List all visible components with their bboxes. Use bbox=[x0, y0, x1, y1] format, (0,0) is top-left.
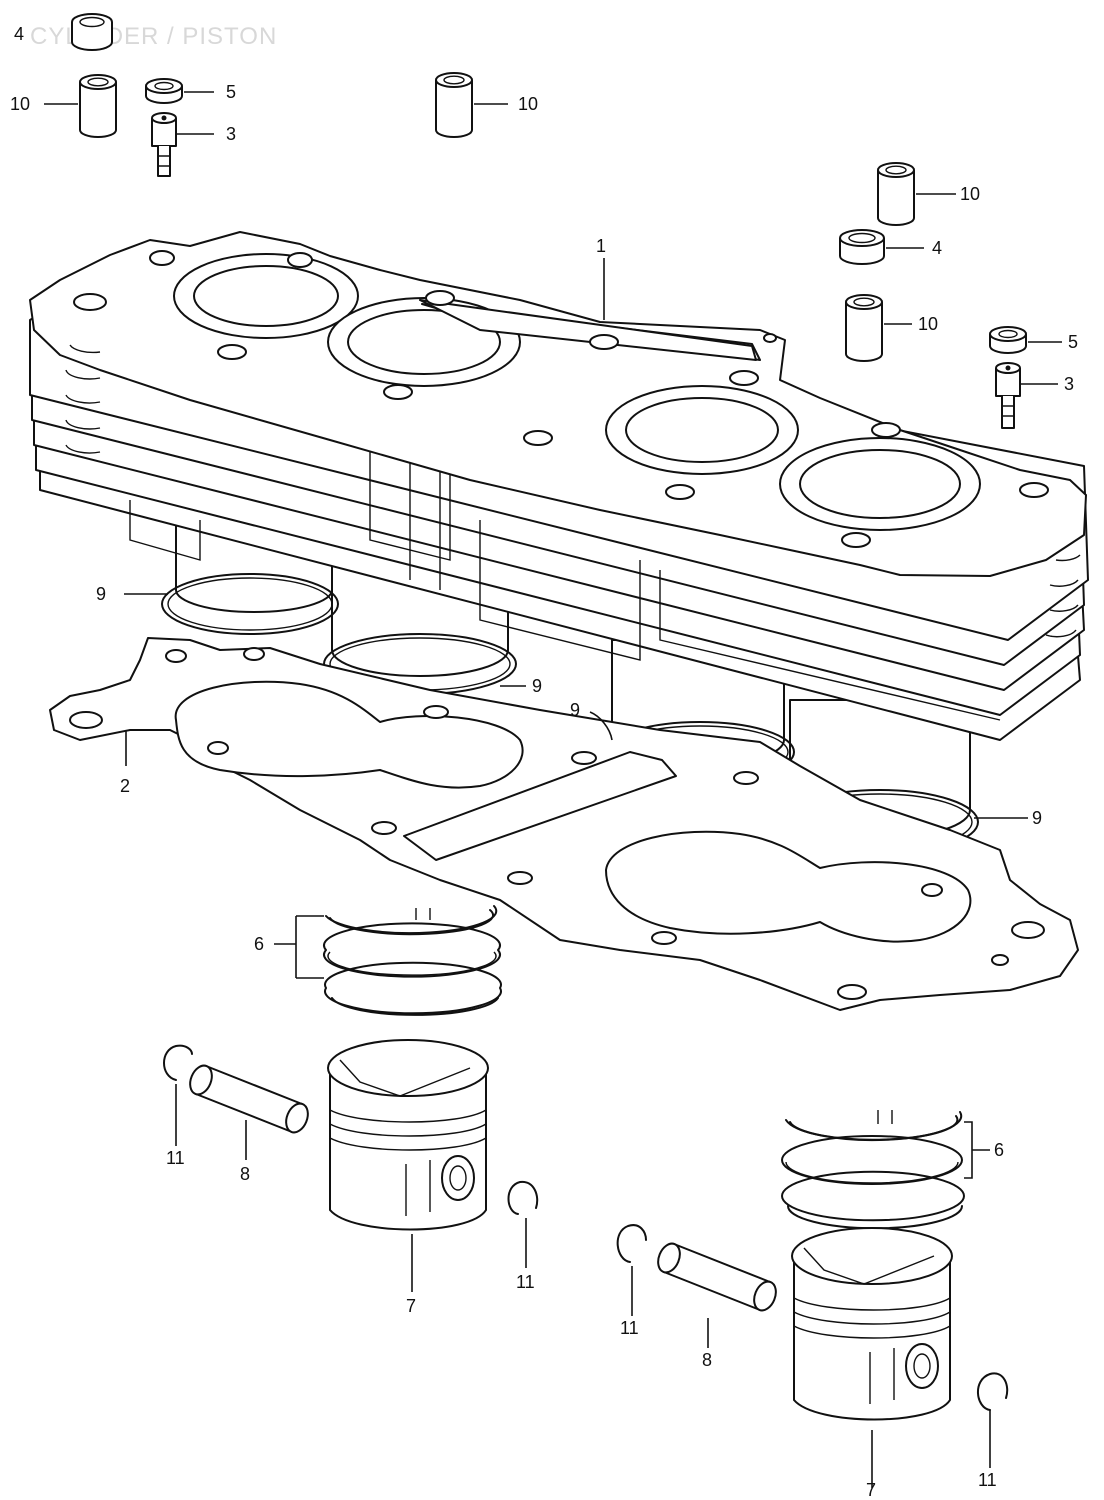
o-ring-1 bbox=[161, 573, 339, 635]
callout-9-a: 9 bbox=[96, 584, 106, 604]
callout-4-top-left: 4 bbox=[14, 24, 24, 44]
circlip-left-1 bbox=[163, 1044, 193, 1081]
callout-11-a: 11 bbox=[166, 1148, 185, 1168]
dowel-collar-top-left bbox=[71, 13, 113, 51]
seal-ring-left bbox=[145, 78, 183, 104]
callout-3-right: 3 bbox=[1064, 374, 1074, 394]
circlip-right-1 bbox=[616, 1224, 647, 1263]
dowel-collar-right bbox=[839, 229, 885, 265]
oil-jet-left bbox=[151, 112, 177, 177]
piston-left bbox=[327, 1039, 489, 1231]
callout-6-left: 6 bbox=[254, 934, 264, 954]
callout-2-gasket: 2 bbox=[120, 776, 130, 796]
callout-5-right: 5 bbox=[1068, 332, 1078, 352]
callout-6-right: 6 bbox=[994, 1140, 1004, 1160]
callout-10-left: 10 bbox=[10, 94, 30, 114]
piston-rings-left bbox=[323, 905, 502, 1016]
base-gasket bbox=[49, 637, 1079, 1011]
dowel-pin-left bbox=[79, 74, 117, 138]
callout-9-d: 9 bbox=[1032, 808, 1042, 828]
leader-lines bbox=[44, 91, 1062, 1488]
callout-11-d: 11 bbox=[978, 1470, 997, 1490]
circlip-left-2 bbox=[507, 1180, 539, 1215]
piston-pin-left bbox=[189, 1064, 309, 1134]
callout-10-right-upper: 10 bbox=[960, 184, 980, 204]
callout-9-b: 9 bbox=[532, 676, 542, 696]
callout-1-cylinder: 1 bbox=[596, 236, 606, 256]
callout-10-right-lower: 10 bbox=[918, 314, 938, 334]
callout-11-b: 11 bbox=[516, 1272, 535, 1292]
seal-ring-right bbox=[989, 326, 1027, 354]
piston-pin-right bbox=[657, 1242, 777, 1312]
piston-right bbox=[791, 1227, 953, 1421]
callout-10-center: 10 bbox=[518, 94, 538, 114]
callout-3-left: 3 bbox=[226, 124, 236, 144]
callout-labels: 4 10 5 3 10 10 4 1 10 5 3 9 9 9 2 9 6 11… bbox=[10, 24, 1078, 1500]
dowel-pin-right-lower bbox=[845, 294, 883, 362]
circlip-right-2 bbox=[977, 1372, 1009, 1411]
callout-11-c: 11 bbox=[620, 1318, 639, 1338]
diagram-title: CYLINDER / PISTON bbox=[30, 23, 277, 50]
dowel-pin-center bbox=[435, 72, 473, 138]
callout-7-right: 7 bbox=[866, 1480, 876, 1500]
callout-4-right: 4 bbox=[932, 238, 942, 258]
piston-rings-right bbox=[781, 1110, 965, 1230]
dowel-pin-right-upper bbox=[877, 162, 915, 226]
callout-5-left: 5 bbox=[226, 82, 236, 102]
oil-jet-right bbox=[995, 362, 1021, 429]
callout-8-right: 8 bbox=[702, 1350, 712, 1370]
callout-7-left: 7 bbox=[406, 1296, 416, 1316]
callout-8-left: 8 bbox=[240, 1164, 250, 1184]
cylinder-block bbox=[29, 231, 1089, 839]
callout-9-c: 9 bbox=[570, 700, 580, 720]
